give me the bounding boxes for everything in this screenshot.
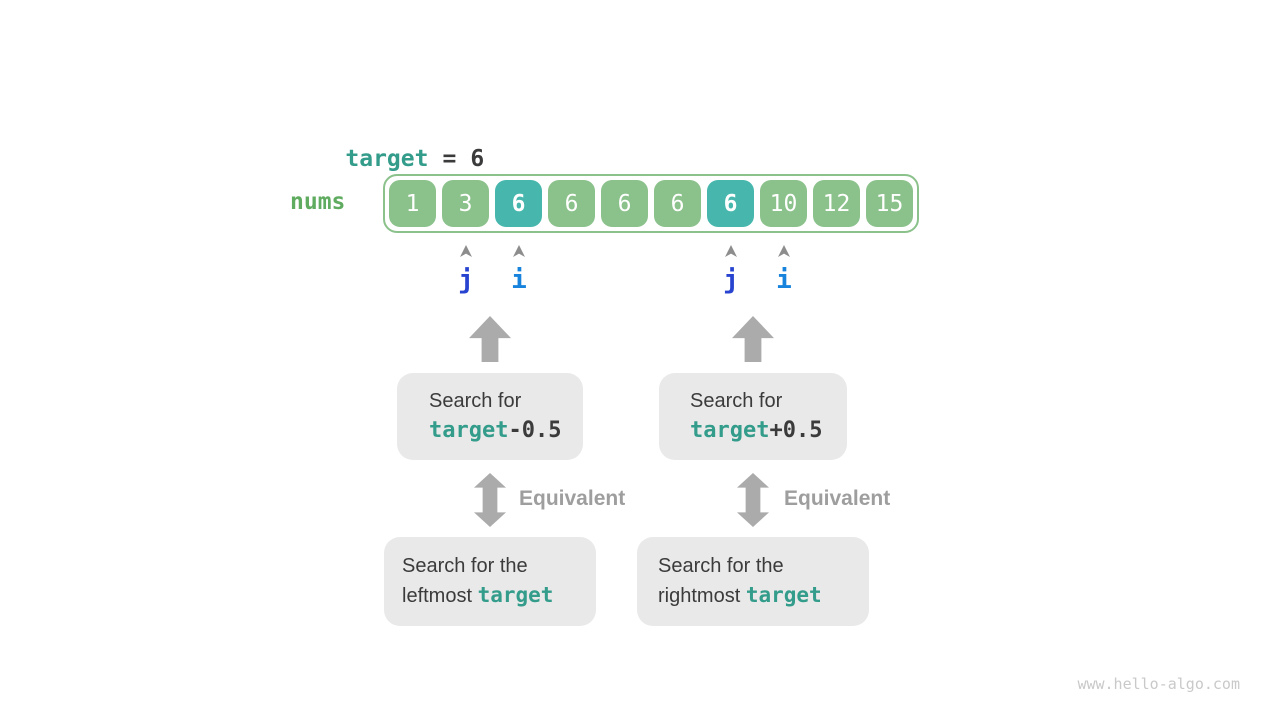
pointer-label-j-left: j	[458, 265, 474, 295]
equals-sign: =	[442, 146, 457, 172]
box-text-line1: Search for the	[658, 555, 784, 577]
box-text-line1: Search for the	[402, 555, 528, 577]
array-cell-0: 1	[389, 180, 436, 227]
box-code-line: target-0.5	[429, 416, 583, 446]
array-cell-7: 10	[760, 180, 807, 227]
target-assignment: target = 6	[290, 114, 484, 204]
array-cell-2: 6	[495, 180, 542, 227]
arrow-up-icon	[469, 316, 511, 362]
pointer-label-j-right: j	[723, 265, 739, 295]
arrow-up-icon	[732, 316, 774, 362]
pointer-label-i-right: i	[776, 265, 792, 295]
box-text-line2: leftmost target	[402, 581, 596, 611]
array-cell-3: 6	[548, 180, 595, 227]
double-arrow-vertical-icon	[474, 473, 506, 527]
equivalent-label-right: Equivalent	[784, 487, 891, 510]
caret-up-icon	[460, 245, 472, 257]
search-target-plus-box: Search for target+0.5	[659, 373, 847, 460]
code-target: target	[690, 418, 770, 443]
box-text-line2: rightmost target	[658, 581, 869, 611]
text-prefix: rightmost	[658, 585, 746, 607]
code-target: target	[477, 583, 554, 607]
caret-up-icon	[725, 245, 737, 257]
code-suffix: +0.5	[769, 418, 823, 443]
target-value: 6	[470, 146, 485, 172]
array-cell-9: 15	[866, 180, 913, 227]
code-target: target	[745, 583, 822, 607]
caret-up-icon	[513, 245, 525, 257]
array-cell-1: 3	[442, 180, 489, 227]
box-text-line1: Search for	[429, 390, 522, 412]
box-text-line1: Search for	[690, 390, 783, 412]
array-cell-4: 6	[601, 180, 648, 227]
array-cell-6: 6	[707, 180, 754, 227]
nums-label: nums	[290, 189, 346, 215]
array-cell-8: 12	[813, 180, 860, 227]
search-target-minus-box: Search for target-0.5	[397, 373, 583, 460]
equivalent-label-left: Equivalent	[519, 487, 626, 510]
search-leftmost-box: Search for the leftmost target	[384, 537, 596, 626]
double-arrow-vertical-icon	[737, 473, 769, 527]
code-suffix: -0.5	[508, 418, 562, 443]
nums-array: 1 3 6 6 6 6 6 10 12 15	[383, 174, 919, 233]
watermark: www.hello-algo.com	[1077, 675, 1240, 693]
box-code-line: target+0.5	[690, 416, 847, 446]
target-keyword: target	[345, 146, 429, 172]
search-rightmost-box: Search for the rightmost target	[637, 537, 869, 626]
text-prefix: leftmost	[402, 585, 478, 607]
array-cell-5: 6	[654, 180, 701, 227]
caret-up-icon	[778, 245, 790, 257]
code-target: target	[429, 418, 509, 443]
pointer-label-i-left: i	[511, 265, 527, 295]
